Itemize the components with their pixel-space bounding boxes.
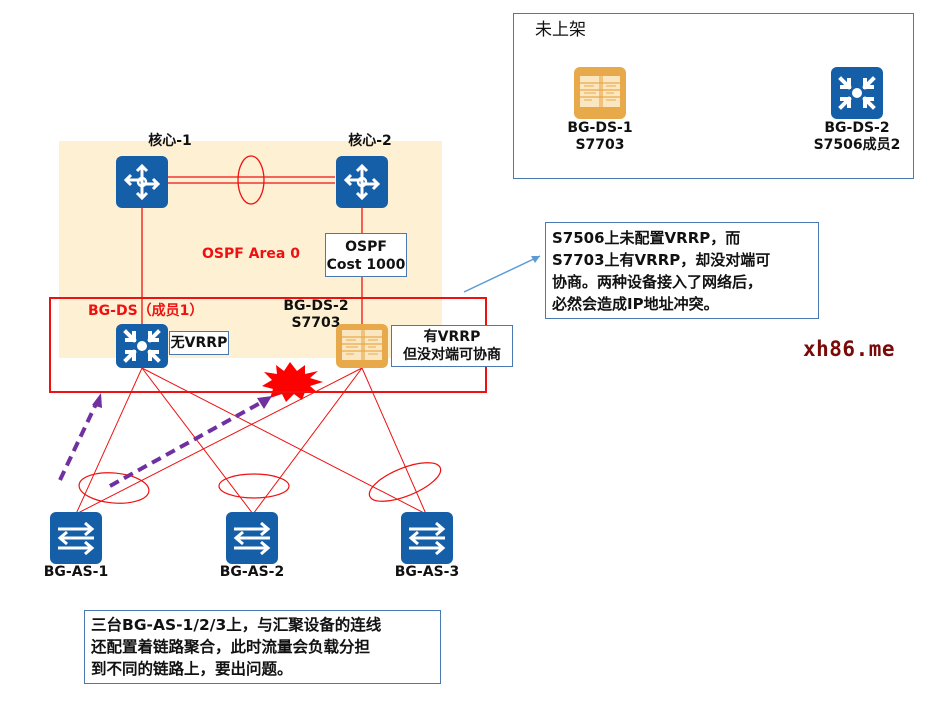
router-icon[interactable] xyxy=(116,156,168,208)
as3-label: BG-AS-3 xyxy=(394,564,460,580)
core-lag-ellipse xyxy=(237,155,265,205)
callout-line: 必然会造成IP地址冲突。 xyxy=(552,295,719,313)
switch-icon[interactable] xyxy=(50,512,102,564)
shelf-device-1-name: BG-DS-1 xyxy=(567,120,633,136)
traffic-arrowhead-ds2 xyxy=(257,396,272,409)
chassis-switch-icon[interactable] xyxy=(574,67,626,119)
as1-lag-ellipse xyxy=(78,472,150,504)
shelf-device-2-model: S7506成员2 xyxy=(813,137,901,153)
unshelved-devices-panel xyxy=(513,13,914,179)
lag-issue-note: 三台BG-AS-1/2/3上，与汇聚设备的连线 还配置着链路聚合，此时流量会负载… xyxy=(84,610,441,684)
as2-lag-ellipse xyxy=(218,473,290,499)
ospf-cost-note: OSPF Cost 1000 xyxy=(325,233,407,277)
note-line: 还配置着链路聚合，此时流量会负载分担 xyxy=(91,638,371,656)
as1-label: BG-AS-1 xyxy=(43,564,109,580)
shelf-device-2-name: BG-DS-2 xyxy=(824,120,890,136)
as3-lag-ellipse xyxy=(368,462,442,502)
switch-icon[interactable] xyxy=(401,512,453,564)
traffic-path-to-ds1 xyxy=(58,403,98,481)
ospf-cost-line1: OSPF xyxy=(345,239,387,255)
core-1-label: 核心-1 xyxy=(148,133,192,149)
stack-switch-icon[interactable] xyxy=(831,67,883,119)
note-line: 到不同的链路上，要出问题。 xyxy=(91,660,293,678)
callout-arrow xyxy=(463,255,541,293)
callout-arrowhead xyxy=(531,256,540,263)
traffic-path-to-ds2 xyxy=(109,400,263,488)
stack-switch-icon[interactable] xyxy=(116,324,168,368)
core-2-label: 核心-2 xyxy=(348,133,392,149)
ds1-label: BG-DS（成员1） xyxy=(88,303,204,319)
callout-line: S7703上有VRRP，却没对端可 xyxy=(552,251,771,269)
router-icon[interactable] xyxy=(336,156,388,208)
vrrp-conflict-callout: S7506上未配置VRRP，而 S7703上有VRRP，却没对端可 协商。两种设… xyxy=(545,222,819,319)
ds2-vrrp-note-line2: 但没对端可协商 xyxy=(403,347,501,363)
callout-line: 协商。两种设备接入了网络后， xyxy=(552,273,763,291)
callout-line: S7506上未配置VRRP，而 xyxy=(552,229,741,247)
ds2-vrrp-note: 有VRRP 但没对端可协商 xyxy=(391,325,513,367)
as2-label: BG-AS-2 xyxy=(219,564,285,580)
ospf-cost-line2: Cost 1000 xyxy=(326,257,406,273)
ds2-model: S7703 xyxy=(291,315,341,331)
chassis-switch-icon[interactable] xyxy=(336,324,388,368)
ds1-vrrp-note: 无VRRP xyxy=(169,331,229,355)
unshelved-title: 未上架 xyxy=(535,20,586,40)
watermark-text: xh86.me xyxy=(803,337,896,361)
ds2-name: BG-DS-2 xyxy=(283,298,349,314)
note-line: 三台BG-AS-1/2/3上，与汇聚设备的连线 xyxy=(91,616,382,634)
ospf-area-label: OSPF Area 0 xyxy=(202,246,300,262)
switch-icon[interactable] xyxy=(226,512,278,564)
traffic-arrowhead-ds1 xyxy=(92,393,102,408)
ds2-vrrp-note-line1: 有VRRP xyxy=(423,329,481,345)
shelf-device-1-model: S7703 xyxy=(575,137,625,153)
